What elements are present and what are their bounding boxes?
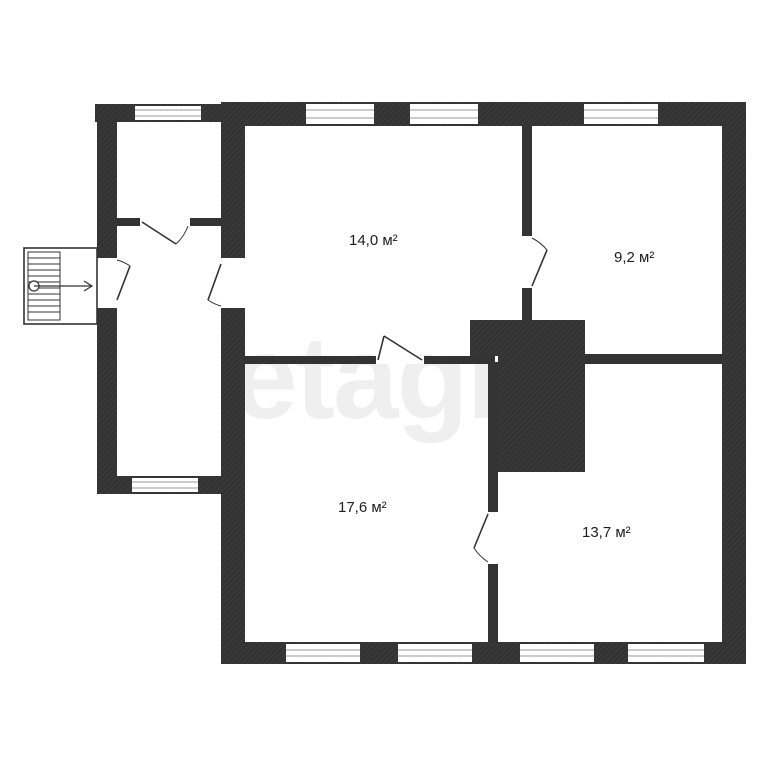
room-area-label: 17,6 м² [338, 499, 387, 516]
wall [221, 480, 245, 664]
window [410, 104, 478, 124]
stair-arrow-head [83, 280, 94, 292]
door-openings [97, 218, 532, 564]
opening [221, 258, 245, 308]
wall [585, 354, 722, 364]
door-leaf [531, 249, 548, 287]
door-arc [473, 547, 489, 563]
window [520, 644, 594, 662]
window [628, 644, 704, 662]
window [132, 478, 198, 492]
door-leaf [473, 513, 489, 549]
opening [97, 258, 117, 308]
opening [140, 218, 190, 226]
stove-block [470, 320, 585, 472]
stove-body [498, 356, 585, 472]
room-labels: 14,0 м² 9,2 м² 17,6 м² 13,7 м² [338, 232, 654, 541]
room-area-label: 13,7 м² [582, 524, 631, 541]
window [398, 644, 472, 662]
door-leaf [116, 265, 131, 301]
door-arc [175, 225, 189, 245]
window [306, 104, 374, 124]
stove-top [470, 320, 585, 356]
opening [376, 356, 424, 364]
room-area-label: 9,2 м² [614, 249, 654, 266]
wall [245, 356, 495, 364]
door-leaf [141, 221, 177, 245]
windows [132, 104, 704, 662]
window [135, 106, 201, 120]
wall [722, 102, 746, 664]
watermark: etagi [232, 312, 497, 444]
door-arc [207, 299, 222, 307]
entrance-stairs [23, 247, 98, 325]
wall [488, 362, 498, 642]
door-arc [116, 259, 131, 267]
door-arc [531, 237, 548, 251]
room-area-label: 14,0 м² [349, 232, 398, 249]
window [286, 644, 360, 662]
door-leaf [207, 263, 222, 301]
door-leaf [377, 335, 385, 361]
wall [224, 102, 746, 126]
opening [522, 236, 532, 288]
door-leaf [383, 335, 423, 361]
opening [488, 512, 498, 564]
window [584, 104, 658, 124]
doors [116, 221, 548, 563]
